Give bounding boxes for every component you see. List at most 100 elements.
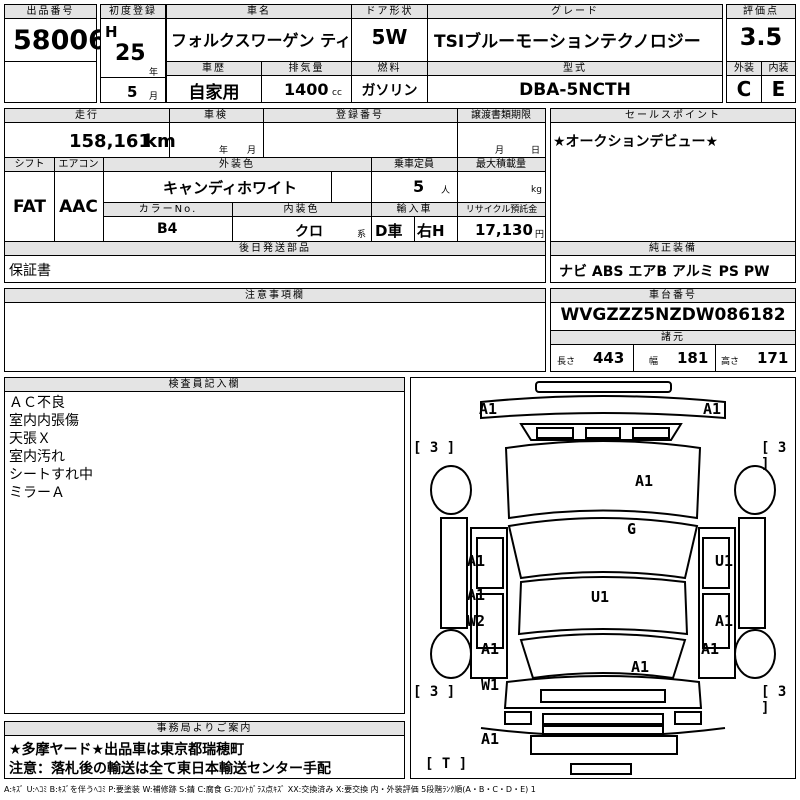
office-line-1: ★多摩ヤード★出品車は東京都瑞穂町 [9, 742, 245, 758]
divider [551, 330, 795, 331]
divider [457, 157, 458, 241]
transfer-day-unit: 日 [531, 146, 541, 156]
chassis-box: 車台番号 WVGZZZ5NZDW086182 諸元 長さ 443 幅 181 高… [550, 288, 796, 372]
capacity-header: 乗車定員 [371, 158, 457, 172]
shift-header: シフト [5, 158, 54, 172]
import-drive: D車 [375, 222, 403, 240]
score: 3.5 [739, 23, 783, 51]
office-box: 事務局よりご案内 ★多摩ヤード★出品車は東京都瑞穂町 注意：落札後の輸送は全て東… [4, 721, 405, 779]
shift: FAT [12, 197, 47, 217]
recycle-unit: 円 [535, 230, 545, 240]
car-diagram [430, 381, 776, 775]
divider [103, 157, 104, 241]
exterior-color: キャンディホワイト [163, 179, 297, 197]
capacity-unit: 人 [441, 186, 451, 196]
car-name: フォルクスワーゲン ティグアン [171, 31, 399, 50]
interior-color-suffix: 系 [357, 230, 367, 240]
reg-no-header: 登録番号 [263, 109, 457, 123]
displacement-box: 排気量 1400 cc [261, 61, 352, 103]
grade-box: グレード TSIブルーモーションテクノロジー [427, 4, 723, 62]
load-unit: kg [531, 185, 542, 195]
damage-mark: A1 [701, 640, 720, 658]
recycle-fee: 17,130 [475, 221, 533, 239]
model: DBA-5NCTH [519, 80, 631, 100]
first-reg-month: 5 [127, 83, 138, 101]
divider [414, 217, 415, 241]
mileage: 158,161 [69, 131, 151, 152]
parts-box: 後日発送部品 保証書 [4, 241, 546, 283]
import-header: 輸入車 [372, 203, 457, 217]
lot-number-header: 出品番号 [5, 5, 96, 19]
inspector-header: 検査員記入欄 [5, 378, 404, 392]
divider [5, 157, 545, 158]
model-header: 型式 [428, 62, 722, 76]
inspection-year-unit: 年 [219, 146, 229, 156]
parts-text: 保証書 [9, 263, 51, 279]
exterior-header: 外装 [727, 62, 761, 76]
car-name-box: 車名 フォルクスワーゲン ティグアン [166, 4, 399, 62]
divider [263, 109, 264, 157]
door-box: ドア形状 5W [351, 4, 428, 62]
tire-front-left: [ 3 ] [413, 440, 456, 456]
aircon: AAC [59, 197, 98, 217]
inspector-note: 室内汚れ [9, 449, 65, 465]
first-registration-header: 初度登録 [101, 5, 165, 19]
door-type: 5W [371, 25, 408, 49]
first-reg-year: 25 [115, 41, 146, 66]
damage-mark: U1 [715, 552, 734, 570]
damage-mark: A1 [481, 730, 500, 748]
damage-mark: W1 [481, 676, 500, 694]
sales-point-box: セールスポイント ★オークションデビュー★ [550, 108, 796, 242]
era: H [105, 23, 118, 41]
inspection-month-unit: 月 [247, 146, 257, 156]
model-box: 型式 DBA-5NCTH [427, 61, 723, 103]
import-handle: 右H [417, 222, 445, 240]
interior-grade: E [771, 77, 786, 101]
divider [371, 157, 372, 241]
office-line-2: 注意：落札後の輸送は全て東日本輸送センター手配 [9, 761, 331, 777]
chassis-number: WVGZZZ5NZDW086182 [560, 305, 786, 325]
divider [331, 172, 332, 202]
equipment-box: 純正装備 ナビ ABS エアB アルミ PS PW [550, 241, 796, 283]
damage-mark: W2 [467, 612, 486, 630]
lot-number-empty [4, 61, 97, 103]
history-header: 車歴 [167, 62, 261, 76]
displacement-header: 排気量 [262, 62, 351, 76]
history: 自家用 [188, 83, 240, 103]
tire-spare: [ T ] [425, 756, 468, 772]
width-label: 幅 [649, 357, 659, 367]
chassis-header: 車台番号 [551, 289, 795, 303]
interior-color-header: 内装色 [232, 203, 371, 217]
lot-number: 58006 [13, 25, 107, 56]
sales-point-header: セールスポイント [551, 109, 795, 123]
tire-rear-left: [ 3 ] [413, 684, 456, 700]
recycle-header: リサイクル預託金 [458, 203, 545, 217]
grade: TSIブルーモーションテクノロジー [434, 32, 701, 52]
car-name-header: 車名 [167, 5, 351, 19]
divider [232, 202, 233, 241]
length: 443 [593, 349, 625, 367]
inspector-note: ミラーＡ [9, 485, 65, 501]
fuel: ガソリン [361, 83, 418, 99]
divider [457, 109, 458, 157]
notes-header: 注意事項欄 [5, 289, 545, 303]
inspector-note: 室内内張傷 [9, 413, 79, 429]
month-unit: 月 [149, 92, 159, 102]
divider [101, 77, 165, 78]
divider [169, 109, 170, 157]
score-header: 評価点 [727, 5, 795, 19]
displacement-unit: cc [332, 88, 342, 98]
fuel-box: 燃料 ガソリン [351, 61, 428, 103]
inspector-note: シートすれ中 [9, 467, 93, 483]
width: 181 [677, 349, 709, 367]
damage-mark: U1 [591, 588, 610, 606]
equipment-header: 純正装備 [551, 242, 795, 256]
transfer-header: 譲渡書類期限 [457, 109, 545, 123]
damage-mark: A1 [467, 552, 486, 570]
damage-mark: A1 [479, 400, 498, 418]
tire-front-right: [ 3 ] [761, 440, 787, 472]
length-label: 長さ [557, 357, 576, 367]
color-header: 外装色 [103, 158, 371, 172]
inspector-notes: ＡＣ不良 室内内張傷 天張Ｘ 室内汚れ シートすれ中 ミラーＡ [9, 394, 93, 502]
notes-box: 注意事項欄 [4, 288, 546, 372]
